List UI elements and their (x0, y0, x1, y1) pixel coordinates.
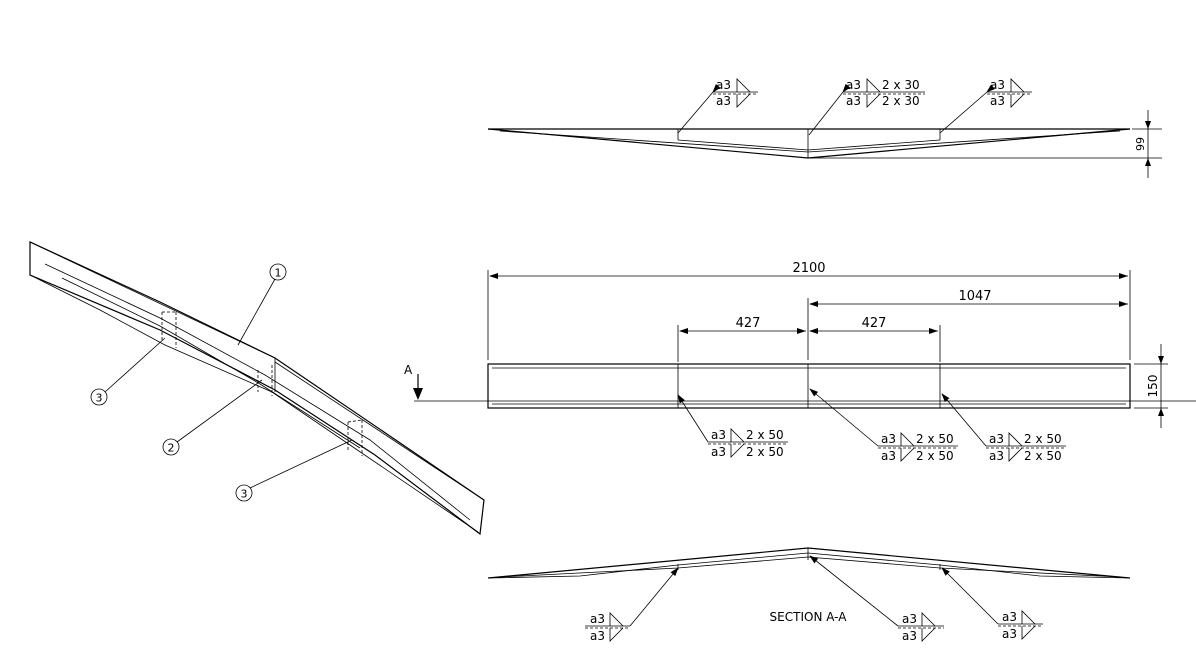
svg-text:a3: a3 (902, 612, 917, 626)
svg-text:a3: a3 (881, 432, 896, 446)
weld-symbol-top-right: a3 a3 (939, 78, 1032, 134)
svg-text:a3: a3 (716, 94, 731, 108)
isometric-view (29, 241, 485, 536)
svg-text:150: 150 (1146, 375, 1160, 398)
balloon-3-upper: 3 (90, 337, 166, 406)
weld-symbol-front-left: a3 a3 2 x 50 2 x 50 (677, 394, 788, 459)
dimension-427-left: 427 (677, 316, 806, 362)
svg-text:a3: a3 (711, 428, 726, 442)
section-label: SECTION A-A (770, 610, 848, 624)
top-view (487, 128, 1131, 159)
weld-symbol-top-center: a3 a3 2 x 30 2 x 30 (808, 78, 925, 136)
weld-symbol-section-right: a3 a3 (941, 567, 1043, 641)
svg-text:A: A (404, 363, 413, 377)
weld-symbol-section-center: a3 a3 (809, 555, 944, 643)
weld-symbol-section-left: a3 a3 (585, 567, 679, 643)
svg-text:427: 427 (736, 316, 761, 331)
svg-text:2100: 2100 (792, 261, 825, 276)
svg-text:a3: a3 (590, 629, 605, 643)
svg-text:2 x 50: 2 x 50 (746, 445, 784, 459)
svg-text:3: 3 (241, 488, 248, 501)
svg-text:a3: a3 (1002, 610, 1017, 624)
balloon-3-lower: 3 (235, 439, 353, 502)
svg-text:1047: 1047 (958, 289, 991, 304)
dimension-1047: 1047 (807, 289, 1128, 360)
dimension-99: 99 (810, 110, 1162, 178)
svg-text:2 x 30: 2 x 30 (882, 78, 920, 92)
weld-symbol-front-center: a3 a3 2 x 50 2 x 50 (809, 388, 958, 463)
svg-text:2: 2 (168, 442, 175, 455)
weld-symbol-top-left: a3 a3 (677, 78, 758, 134)
svg-text:2 x 50: 2 x 50 (1024, 449, 1062, 463)
svg-text:a3: a3 (846, 94, 861, 108)
svg-text:2 x 50: 2 x 50 (746, 428, 784, 442)
svg-text:2 x 50: 2 x 50 (1024, 432, 1062, 446)
svg-text:99: 99 (1134, 137, 1147, 151)
svg-text:a3: a3 (989, 449, 1004, 463)
weld-symbol-front-right: a3 a3 2 x 50 2 x 50 (941, 393, 1066, 463)
svg-text:1: 1 (275, 267, 282, 280)
svg-text:a3: a3 (881, 449, 896, 463)
front-view (414, 363, 1196, 409)
balloon-1: 1 (237, 263, 287, 346)
svg-text:a3: a3 (902, 629, 917, 643)
svg-text:a3: a3 (990, 78, 1005, 92)
svg-text:a3: a3 (846, 78, 861, 92)
svg-text:a3: a3 (711, 445, 726, 459)
svg-text:a3: a3 (590, 612, 605, 626)
svg-text:427: 427 (862, 316, 887, 331)
svg-text:a3: a3 (989, 432, 1004, 446)
section-marker-a: A (404, 363, 423, 400)
svg-text:2 x 50: 2 x 50 (916, 432, 954, 446)
dimension-427-right: 427 (809, 316, 941, 362)
svg-text:2 x 50: 2 x 50 (916, 449, 954, 463)
dimension-150: 150 (1134, 344, 1168, 428)
balloon-2: 2 (162, 379, 263, 456)
section-a-a-view (487, 547, 1131, 579)
svg-text:a3: a3 (1002, 627, 1017, 641)
svg-text:3: 3 (96, 392, 103, 405)
svg-text:a3: a3 (990, 94, 1005, 108)
dimension-2100: 2100 (487, 261, 1131, 360)
svg-text:a3: a3 (716, 78, 731, 92)
svg-text:2 x 30: 2 x 30 (882, 94, 920, 108)
